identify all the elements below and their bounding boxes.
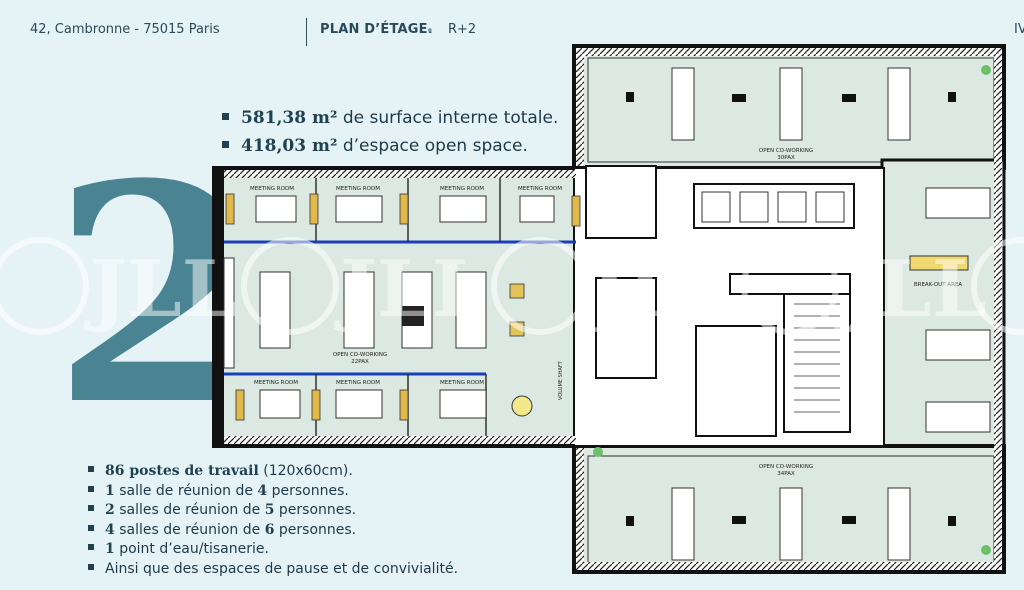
plan-label-shaft: VOLUME SHAFT [558, 360, 564, 400]
header-bar: 42, Cambronne - 75015 Paris PLAN D’ÉTAGE… [0, 0, 1024, 48]
corner-text: IV [1014, 22, 1024, 37]
meeting-tables-bottom [259, 389, 533, 419]
plan-label-meeting-4: MEETING ROOM [518, 186, 562, 192]
facade-right [994, 48, 1002, 570]
facade-left-bottom [576, 448, 584, 568]
left-wall [214, 168, 224, 446]
stat-total-surface: 581,38 m² de surface interne totale. [222, 104, 558, 132]
features-list: 86 postes de travail (120x60cm). 1 salle… [88, 462, 458, 579]
floor-level: R+2 [448, 22, 477, 37]
stat-open-space: 418,03 m² d’espace open space. [222, 132, 558, 160]
bullet-square-icon [88, 466, 94, 472]
feature-item: 2 salles de réunion de 5 personnes. [88, 501, 458, 521]
bullet-square-icon [88, 563, 94, 570]
facade-bottom [576, 562, 1002, 570]
plan-label-meeting-5: MEETING ROOM [254, 380, 298, 386]
plan-label-meeting-6: MEETING ROOM [336, 380, 380, 386]
columns-bottom [626, 516, 956, 526]
plan-label-meeting-2: MEETING ROOM [336, 186, 380, 192]
bullet-square-icon [88, 485, 94, 492]
facade-wing-top [224, 170, 576, 178]
facade-wing-bottom [224, 436, 576, 444]
columns-top [626, 92, 956, 102]
plan-label-open-coworking-top: OPEN CO-WORKING [759, 148, 813, 154]
bullet-square-icon [222, 112, 229, 120]
plan-label-meeting-3: MEETING ROOM [440, 186, 484, 192]
bullet-square-icon [88, 524, 94, 531]
plants [593, 65, 991, 555]
plan-label-meeting-1: MEETING ROOM [250, 186, 294, 192]
feature-item: 1 salle de réunion de 4 personnes. [88, 482, 458, 502]
plan-label-open-coworking-left: OPEN CO-WORKING [333, 352, 387, 358]
bullet-square-icon [222, 140, 229, 148]
desks-coworking-bottom [671, 487, 911, 561]
plan-label-open-coworking-bottom: OPEN CO-WORKING [759, 464, 813, 470]
feature-item: 86 postes de travail (120x60cm). [88, 462, 458, 482]
facade-left-top [576, 48, 584, 166]
address: 42, Cambronne - 75015 Paris [30, 22, 220, 37]
plan-label: PLAN D’ÉTAGE. [320, 22, 433, 37]
surface-stats: 581,38 m² de surface interne totale. 418… [222, 104, 558, 160]
meeting-tables-top [255, 195, 555, 223]
bullet-square-icon [88, 544, 94, 550]
plan-label-break-out: BREAK-OUT AREA [914, 282, 963, 288]
plan-label-pax-22: 22PAX [351, 359, 369, 365]
kitchen-unit [402, 306, 424, 326]
desks-right-wing [909, 187, 991, 433]
feature-item: 1 point d’eau/tisanerie. [88, 540, 458, 560]
plan-label-meeting-7: MEETING ROOM [440, 380, 484, 386]
facade-top [576, 48, 1002, 56]
desks-coworking-top [671, 67, 911, 141]
feature-item: 4 salles de réunion de 6 personnes. [88, 521, 458, 541]
plan-label-pax-34: 34PAX [777, 471, 795, 477]
feature-item: Ainsi que des espaces de pause et de con… [88, 560, 458, 580]
header-separator: • [426, 24, 434, 39]
wall-panel [223, 257, 235, 369]
header-divider [306, 18, 307, 46]
toilet-stalls [701, 191, 845, 223]
bullet-square-icon [88, 505, 94, 511]
plan-label-pax-30: 30PAX [777, 155, 795, 161]
